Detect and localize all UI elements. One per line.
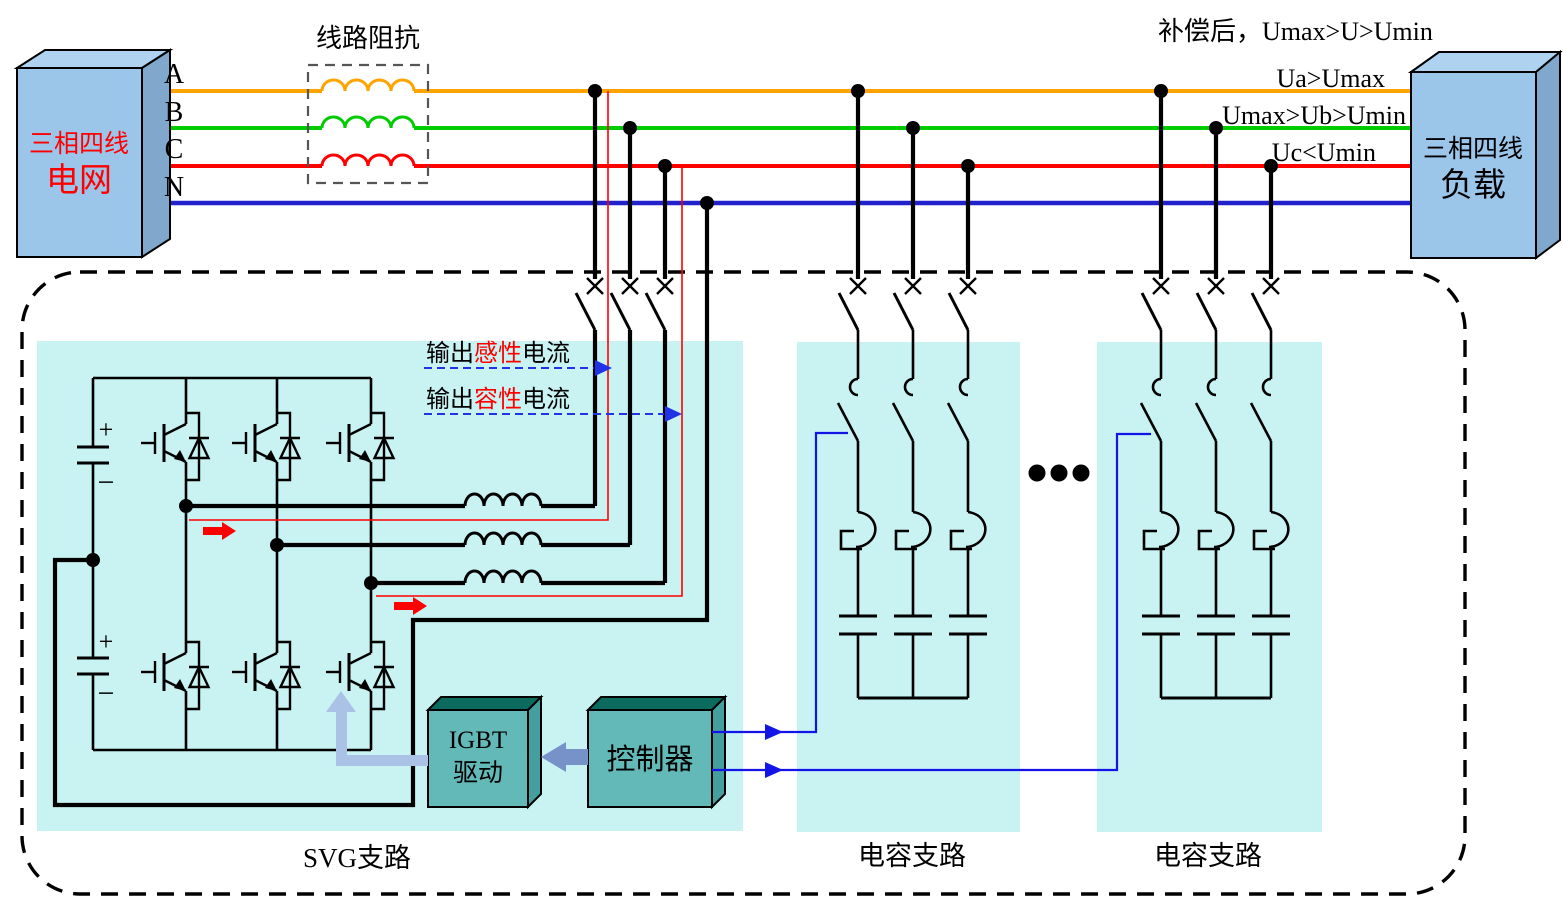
current-path-c — [376, 166, 683, 597]
controller-output-lines — [712, 431, 1151, 778]
neutral-to-dc-midpoint — [52, 203, 710, 808]
capacitor-branch-1 — [836, 91, 989, 700]
voltage-label-phase-c: Uc<Umin — [1272, 138, 1376, 167]
breaker-cap1-c — [947, 276, 978, 332]
igbt-driver-label-line1: IGBT — [449, 727, 507, 754]
load-box-label-line2: 负载 — [1440, 167, 1506, 204]
capacitive-arrowhead-icon — [665, 406, 682, 422]
svg-branch-label: SVG支路 — [303, 843, 411, 873]
output-capacitive-label: 输出容性电流 — [426, 386, 570, 413]
breaker-cap1-b — [892, 276, 923, 332]
current-arrow-c — [394, 597, 427, 615]
breaker-svg-b — [609, 276, 640, 332]
breaker-svg-a — [574, 276, 605, 332]
output-current-annotations: 输出感性电流 输出容性电流 — [424, 340, 682, 422]
grid-source-box: 三相四线 电网 — [13, 48, 174, 259]
grid-box-label-line1: 三相四线 — [29, 130, 129, 158]
capacitor-branch-2 — [1139, 91, 1292, 700]
phase-a-letter: A — [164, 59, 185, 90]
breaker-cap2-c — [1250, 276, 1281, 332]
current-paths — [189, 91, 683, 615]
controller-label: 控制器 — [606, 743, 693, 776]
coil-phase-b — [320, 115, 416, 129]
phase-c-letter: C — [165, 134, 184, 165]
control-arrowhead-2-icon — [765, 762, 783, 778]
inverter-legs — [184, 378, 373, 750]
breaker-cap2-b — [1195, 276, 1226, 332]
breaker-svg-c — [644, 276, 675, 332]
igbt-driver-label-line2: 驱动 — [453, 760, 503, 787]
driver-to-gate-arrow-icon — [326, 691, 428, 766]
dc-capacitor-lower: + − — [77, 560, 114, 750]
filter-inductor-c — [463, 569, 543, 584]
cap-lower-minus: − — [98, 677, 115, 710]
output-inductive-label: 输出感性电流 — [426, 340, 570, 367]
compensation-note: 补偿后，Umax>U>Umin — [1158, 17, 1433, 46]
inverter-outputs — [186, 492, 665, 586]
load-box: 三相四线 负载 — [1407, 49, 1563, 260]
filter-inductor-b — [463, 531, 543, 546]
current-path-a — [189, 91, 609, 521]
line-impedance — [306, 63, 430, 185]
svg-inverter-branch: + − + − — [52, 91, 710, 808]
cap-branch-1-label: 电容支路 — [858, 841, 966, 871]
junction-dots — [86, 84, 1278, 590]
control-arrowhead-1-icon — [765, 724, 783, 740]
coil-phase-a — [320, 78, 416, 92]
phase-n-letter: N — [164, 172, 184, 203]
voltage-label-phase-b: Umax>Ub>Umin — [1222, 101, 1406, 130]
cap-upper-minus: − — [98, 466, 115, 499]
coil-phase-c — [320, 153, 416, 167]
breaker-cap2-a — [1140, 276, 1171, 332]
capacitor-branch-2-panel — [1097, 342, 1322, 832]
grid-box-label-line2: 电网 — [46, 162, 112, 199]
breaker-cap1-a — [837, 276, 868, 332]
cap-lower-plus: + — [99, 627, 114, 656]
inductive-arrowhead-icon — [595, 360, 612, 376]
phase-b-letter: B — [165, 97, 184, 128]
igbt-driver-box: IGBT 驱动 — [425, 694, 544, 810]
line-impedance-label: 线路阻抗 — [316, 24, 420, 53]
control-line-cap2 — [712, 432, 1151, 772]
cap-branch-2-label: 电容支路 — [1154, 841, 1262, 871]
controller-box: 控制器 — [585, 694, 728, 810]
control-line-cap1 — [712, 431, 848, 734]
load-box-label-line1: 三相四线 — [1423, 135, 1523, 163]
capacitor-branch-1-panel — [797, 342, 1020, 832]
ellipsis-dots-icon — [1028, 464, 1090, 482]
impedance-dashed-box — [306, 63, 430, 185]
dc-capacitor-upper: + − — [77, 378, 114, 560]
filter-inductor-a — [463, 492, 543, 507]
controller-to-driver-arrow-icon — [541, 742, 588, 772]
cap-upper-plus: + — [99, 415, 114, 444]
voltage-label-phase-a: Ua>Umax — [1276, 64, 1385, 93]
phase-letters: A B C N — [164, 59, 185, 203]
current-arrow-a — [203, 522, 236, 540]
